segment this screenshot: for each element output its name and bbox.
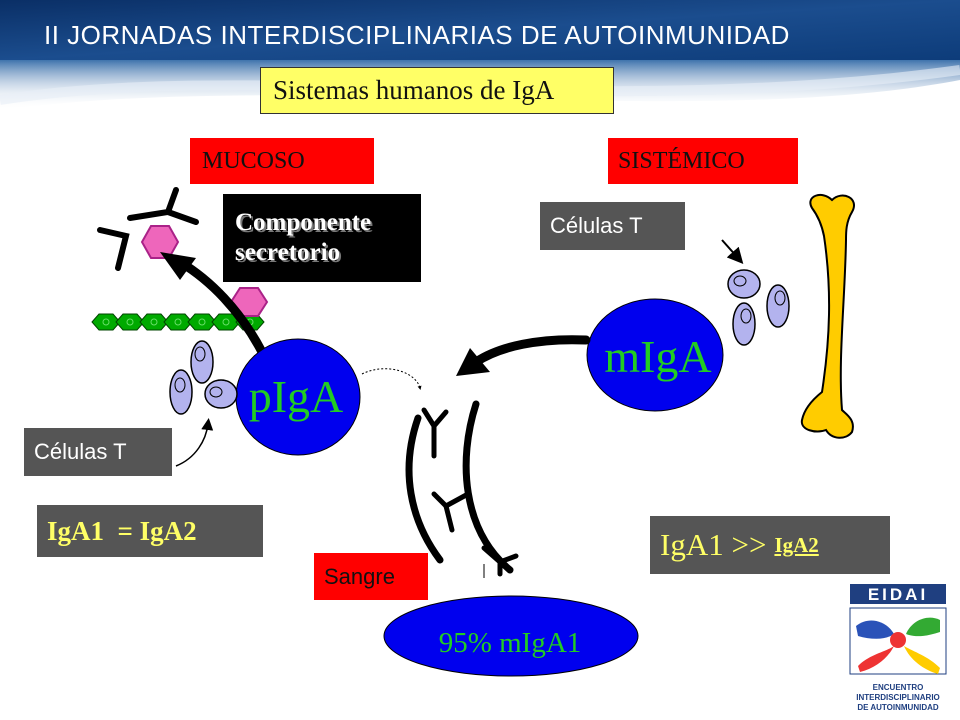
arrow-icon xyxy=(471,335,591,367)
logo-line2: INTERDISCIPLINARIO xyxy=(856,693,940,702)
componente-secretorio-label: Componente secretorio xyxy=(223,194,421,282)
t-cell-nucleus xyxy=(740,308,752,324)
bone-icon xyxy=(800,193,855,439)
arrow-icon xyxy=(175,418,214,467)
iga1-greater-iga2-label: IgA1 >> IgA2 xyxy=(650,516,890,574)
sangre-label: Sangre xyxy=(314,553,428,600)
header-title: II JORNADAS INTERDISCIPLINARIAS DE AUTOI… xyxy=(44,20,790,50)
t-cell-nucleus xyxy=(174,377,186,393)
arrow-icon xyxy=(175,257,267,357)
celulas-t-sistemico-label: Células T xyxy=(540,202,685,250)
iga-gt-main: IgA1 >> xyxy=(660,527,767,562)
sangre-text: Sangre xyxy=(324,563,395,589)
celulas-t-mucoso-label: Células T xyxy=(24,428,172,476)
logo-name: EIDAI xyxy=(868,585,928,604)
iga-gt-small: IgA2 xyxy=(774,532,819,557)
t-cell-nucleus xyxy=(774,290,786,306)
mucoso-text: MUCOSO xyxy=(202,147,305,174)
mucoso-label: MUCOSO xyxy=(190,138,374,184)
eidai-logo: EIDAI ENCUENTRO INTERDISCIPLINARIO DE AU… xyxy=(849,584,947,712)
piga-label: pIgA xyxy=(249,371,344,422)
miga1-cell xyxy=(383,595,639,677)
componente-line1: Componente xyxy=(235,209,372,236)
hexagon-icon xyxy=(140,225,180,259)
antibody-icon xyxy=(97,187,199,271)
miga-cell xyxy=(586,298,724,412)
title-text: Sistemas humanos de IgA xyxy=(273,75,555,105)
arrow-icon xyxy=(160,252,196,280)
iga1-equals-iga2-label: IgA1 = IgA2 xyxy=(37,505,263,557)
logo-name-bar xyxy=(850,584,946,604)
t-cell-nucleus xyxy=(733,275,747,287)
componente-line2: secretorio xyxy=(235,239,341,266)
sistemico-text: SISTÉMICO xyxy=(618,147,745,174)
t-cell-nucleus xyxy=(209,386,223,398)
miga-label: mIgA xyxy=(604,331,711,382)
logo-line3: DE AUTOINMUNIDAD xyxy=(857,703,939,712)
celulas-t-left-text: Células T xyxy=(34,439,127,464)
t-cell-nucleus xyxy=(194,346,206,362)
arrow-icon xyxy=(721,239,744,264)
logo-line1: ENCUENTRO xyxy=(873,683,924,692)
antibody-icon xyxy=(421,407,519,577)
sistemico-label: SISTÉMICO xyxy=(608,138,798,184)
blood-vessel xyxy=(405,400,514,574)
arrow-icon xyxy=(361,368,422,390)
iga-eq-text: IgA1 = IgA2 xyxy=(47,515,197,546)
hands-icon xyxy=(849,607,947,675)
arrow-icon xyxy=(456,348,490,376)
title-label: Sistemas humanos de IgA xyxy=(260,67,614,114)
miga1-label: 95% mIgA1 xyxy=(439,627,582,659)
celulas-t-right-text: Células T xyxy=(550,213,643,238)
